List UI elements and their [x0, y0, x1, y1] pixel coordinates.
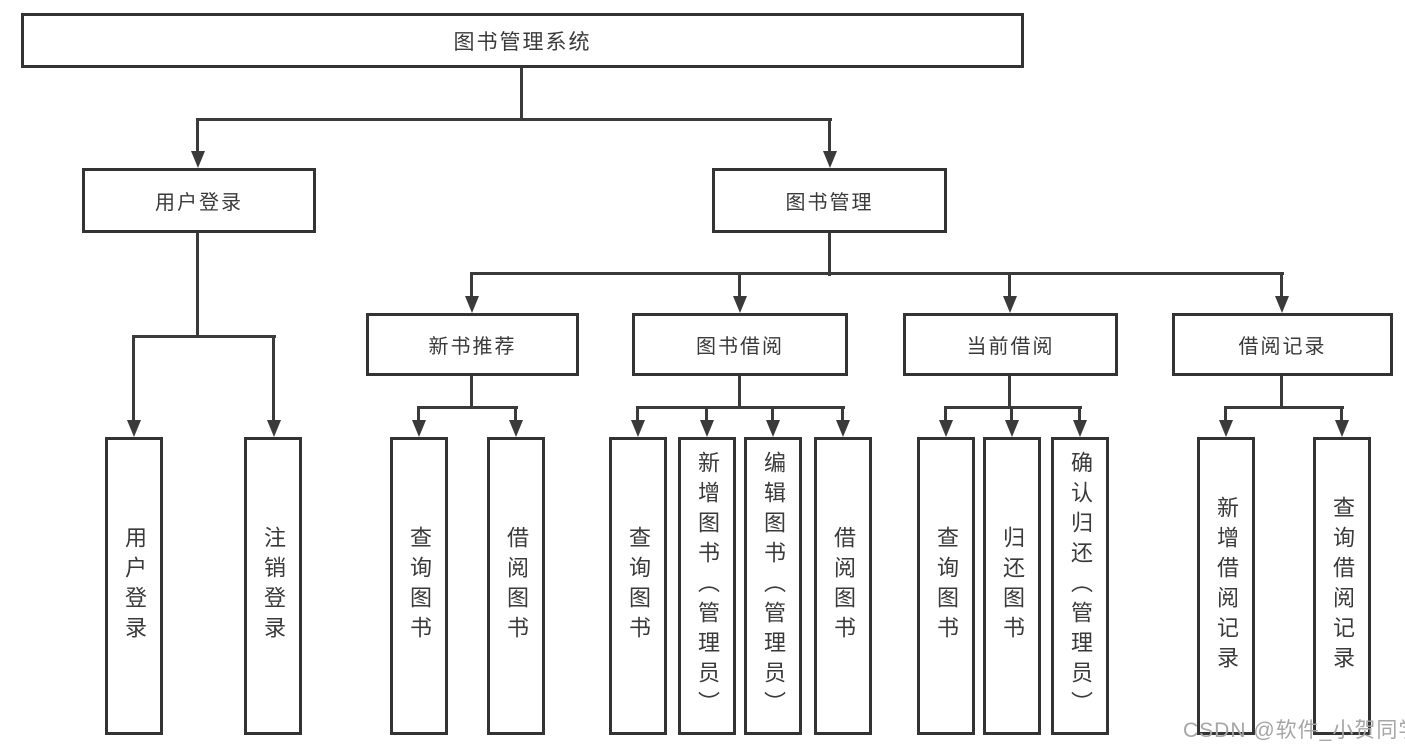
connector-line: [944, 406, 947, 422]
connector-line: [272, 335, 275, 423]
connector-line: [828, 233, 831, 276]
arrow-down-icon: [836, 420, 850, 437]
connector-line: [196, 118, 199, 154]
connector-line: [470, 272, 1284, 275]
leaf-query-borrow-record: 查询借阅记录: [1313, 437, 1371, 735]
arrow-down-icon: [1073, 420, 1087, 437]
node-borrowing-records: 借阅记录: [1172, 313, 1393, 376]
arrow-down-icon: [733, 296, 747, 313]
connector-line: [132, 335, 135, 423]
connector-line: [1010, 406, 1013, 422]
leaf-query-books-3-label: 查询图书: [934, 526, 959, 646]
connector-line: [1340, 406, 1343, 422]
leaf-borrow-books-1-label: 借阅图书: [504, 526, 529, 646]
arrow-down-icon: [267, 420, 281, 437]
leaf-add-borrow-record-label: 新增借阅记录: [1214, 496, 1239, 676]
node-new-book-recommend: 新书推荐: [366, 313, 579, 376]
arrow-down-icon: [1005, 420, 1019, 437]
connector-line: [636, 406, 639, 422]
connector-line: [196, 233, 199, 338]
leaf-query-books-1: 查询图书: [390, 437, 448, 735]
node-root-label: 图书管理系统: [453, 30, 592, 54]
leaf-add-books-admin: 新增图书（管理员）: [678, 437, 736, 735]
leaf-query-books-2: 查询图书: [609, 437, 667, 735]
leaf-logout: 注销登录: [244, 437, 302, 735]
arrow-down-icon: [509, 420, 523, 437]
connector-line: [470, 272, 473, 298]
connector-line: [828, 118, 831, 154]
connector-line: [417, 406, 518, 409]
leaf-borrow-books-2-label: 借阅图书: [831, 526, 856, 646]
connector-line: [1008, 272, 1011, 298]
connector-line: [520, 68, 523, 121]
csdn-watermark: CSDN @软件_小贺同学: [1183, 719, 1405, 742]
node-root: 图书管理系统: [21, 13, 1024, 68]
leaf-user-login-label: 用户登录: [122, 526, 147, 646]
arrow-down-icon: [1275, 296, 1289, 313]
node-book-management-label: 图书管理: [785, 192, 874, 214]
connector-line: [771, 406, 774, 422]
leaf-borrow-books-1: 借阅图书: [487, 437, 545, 735]
connector-line: [514, 406, 517, 422]
node-new-book-recommend-label: 新书推荐: [428, 336, 517, 358]
connector-line: [470, 375, 473, 409]
connector-line: [1280, 272, 1283, 298]
connector-line: [1008, 375, 1011, 409]
connector-line: [705, 406, 708, 422]
connector-line: [417, 406, 420, 422]
connector-line: [1280, 375, 1283, 409]
arrow-down-icon: [1335, 420, 1349, 437]
arrow-down-icon: [127, 420, 141, 437]
node-book-management: 图书管理: [712, 168, 947, 233]
leaf-edit-books-admin-label: 编辑图书（管理员）: [761, 451, 786, 721]
leaf-confirm-return-admin: 确认归还（管理员）: [1051, 437, 1109, 735]
arrow-down-icon: [823, 151, 837, 168]
arrow-down-icon: [412, 420, 426, 437]
arrow-down-icon: [939, 420, 953, 437]
connector-line: [944, 406, 1082, 409]
connector-line: [1078, 406, 1081, 422]
leaf-add-borrow-record: 新增借阅记录: [1197, 437, 1255, 735]
connector-line: [132, 335, 276, 338]
connector-line: [841, 406, 844, 422]
leaf-confirm-return-admin-label: 确认归还（管理员）: [1068, 451, 1093, 721]
leaf-logout-label: 注销登录: [261, 526, 286, 646]
node-current-borrowing-label: 当前借阅: [966, 336, 1055, 358]
arrow-down-icon: [1219, 420, 1233, 437]
connector-line: [636, 406, 845, 409]
connector-line: [738, 272, 741, 298]
connector-line: [196, 118, 832, 121]
leaf-query-books-2-label: 查询图书: [626, 526, 651, 646]
node-current-borrowing: 当前借阅: [903, 313, 1118, 376]
arrow-down-icon: [766, 420, 780, 437]
arrow-down-icon: [631, 420, 645, 437]
leaf-query-borrow-record-label: 查询借阅记录: [1330, 496, 1355, 676]
node-book-borrowing: 图书借阅: [632, 313, 848, 376]
arrow-down-icon: [1003, 296, 1017, 313]
node-borrowing-records-label: 借阅记录: [1238, 336, 1327, 358]
leaf-return-books: 归还图书: [983, 437, 1041, 735]
node-user-login: 用户登录: [82, 168, 316, 233]
leaf-query-books-1-label: 查询图书: [407, 526, 432, 646]
connector-line: [1224, 406, 1227, 422]
connector-line: [738, 375, 741, 409]
leaf-return-books-label: 归还图书: [1000, 526, 1025, 646]
arrow-down-icon: [700, 420, 714, 437]
leaf-add-books-admin-label: 新增图书（管理员）: [695, 451, 720, 721]
arrow-down-icon: [465, 296, 479, 313]
leaf-edit-books-admin: 编辑图书（管理员）: [744, 437, 802, 735]
leaf-user-login: 用户登录: [105, 437, 163, 735]
connector-line: [1224, 406, 1344, 409]
leaf-borrow-books-2: 借阅图书: [814, 437, 872, 735]
leaf-query-books-3: 查询图书: [917, 437, 975, 735]
node-user-login-label: 用户登录: [155, 192, 243, 214]
node-book-borrowing-label: 图书借阅: [696, 336, 784, 358]
arrow-down-icon: [191, 151, 205, 168]
